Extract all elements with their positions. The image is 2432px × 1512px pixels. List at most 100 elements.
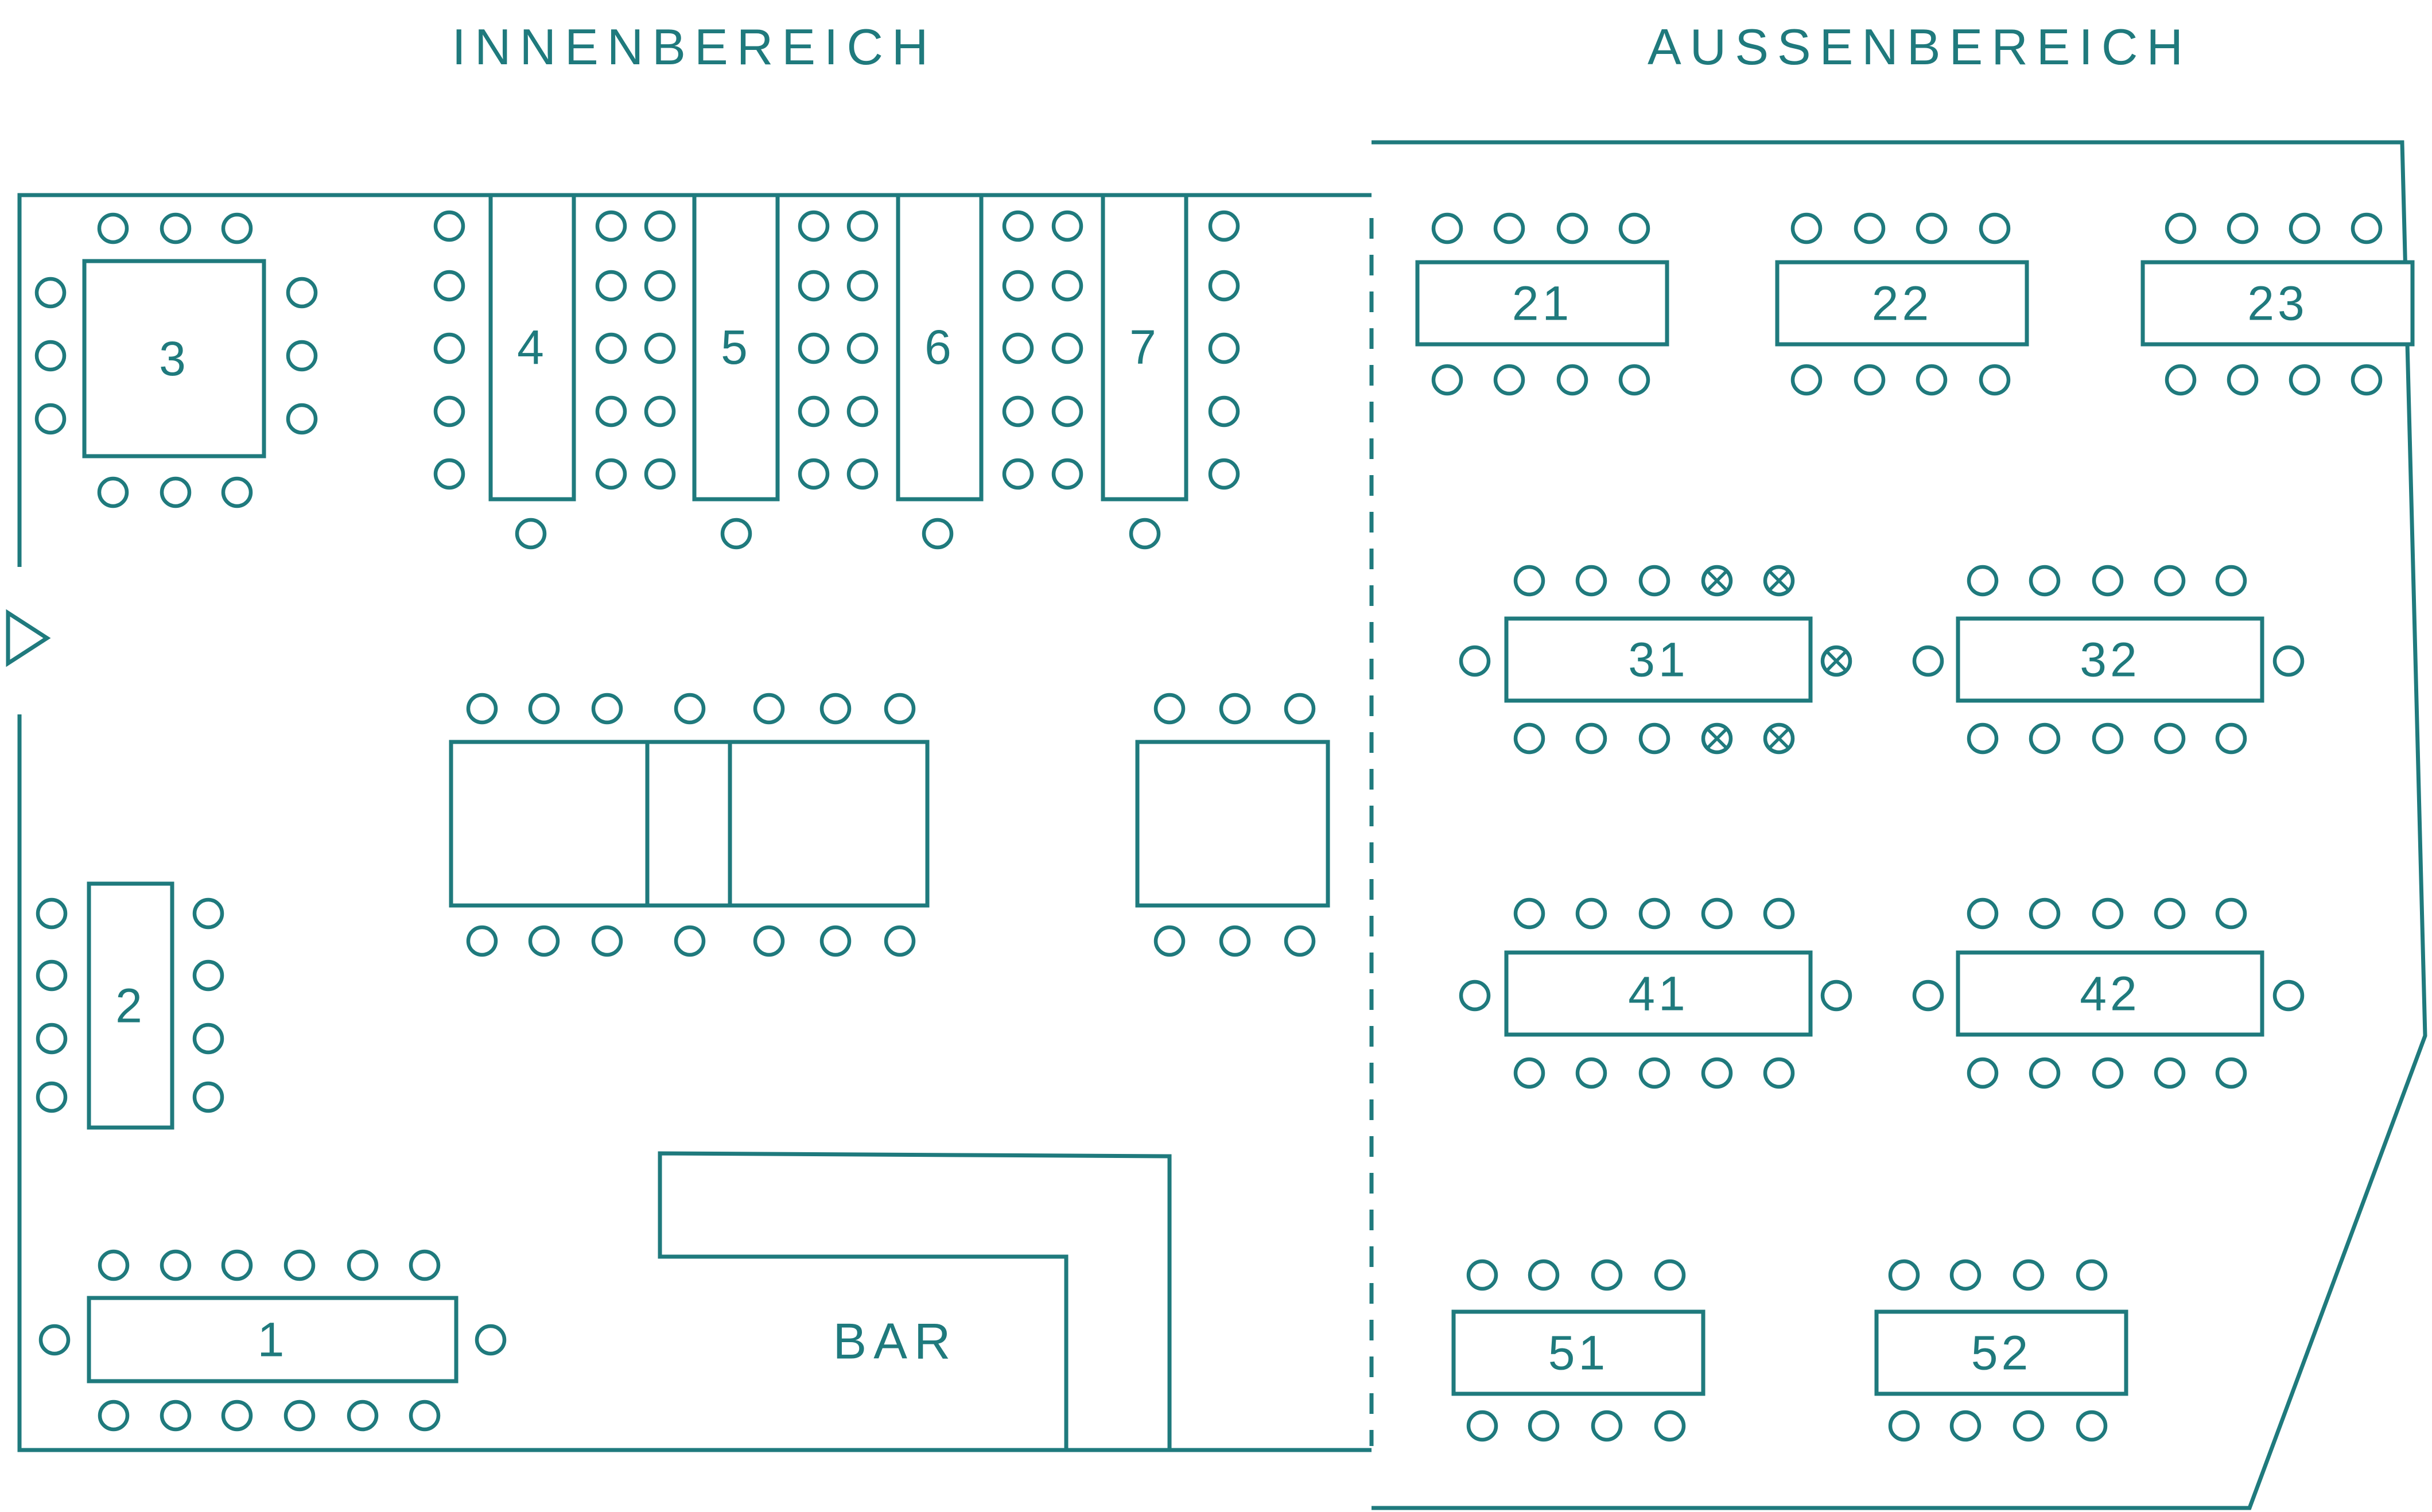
chair-circle-icon[interactable]	[595, 270, 627, 302]
chair-circle-icon[interactable]	[528, 693, 560, 725]
chair-circle-icon[interactable]	[36, 1081, 68, 1113]
chair-circle-icon[interactable]	[1701, 897, 1733, 930]
chair-circle-icon[interactable]	[2029, 722, 2061, 755]
chair-circle-icon[interactable]	[720, 518, 752, 550]
chair-circle-icon[interactable]	[2351, 212, 2383, 244]
chair-circle-icon[interactable]	[1556, 212, 1588, 244]
chair-circle-icon[interactable]	[1854, 364, 1886, 396]
chair-circle-icon[interactable]	[221, 476, 253, 508]
chair-circle-icon[interactable]	[98, 1400, 130, 1432]
chair-circle-icon[interactable]	[1979, 212, 2011, 244]
chair-circle-icon[interactable]	[283, 1400, 316, 1432]
chair-circle-icon[interactable]	[644, 458, 676, 490]
chair-circle-icon[interactable]	[1556, 364, 1588, 396]
reserved-chair-x-icon[interactable]	[1763, 722, 1795, 755]
chair-circle-icon[interactable]	[819, 925, 852, 957]
chair-circle-icon[interactable]	[98, 1249, 130, 1281]
chair-circle-icon[interactable]	[1638, 1057, 1670, 1089]
chair-circle-icon[interactable]	[97, 476, 129, 508]
table-7[interactable]: 7	[1101, 193, 1188, 502]
chair-circle-icon[interactable]	[1618, 364, 1650, 396]
chair-circle-icon[interactable]	[433, 210, 465, 242]
chair-circle-icon[interactable]	[2013, 1410, 2045, 1442]
table-shape[interactable]	[82, 259, 266, 458]
chair-circle-icon[interactable]	[2092, 565, 2124, 597]
chair-circle-icon[interactable]	[347, 1400, 379, 1432]
table-2[interactable]: 2	[87, 881, 174, 1130]
table-42[interactable]: 42	[1956, 950, 2264, 1037]
chair-circle-icon[interactable]	[1575, 1057, 1607, 1089]
chair-circle-icon[interactable]	[1513, 722, 1545, 755]
chair-circle-icon[interactable]	[160, 212, 192, 244]
chair-circle-icon[interactable]	[1219, 693, 1251, 725]
chair-circle-icon[interactable]	[347, 1249, 379, 1281]
chair-circle-icon[interactable]	[1820, 980, 1852, 1012]
chair-circle-icon[interactable]	[884, 925, 916, 957]
chair-circle-icon[interactable]	[1888, 1410, 1920, 1442]
chair-circle-icon[interactable]	[2154, 897, 2186, 930]
chair-circle-icon[interactable]	[1654, 1259, 1686, 1291]
chair-circle-icon[interactable]	[466, 925, 498, 957]
chair-circle-icon[interactable]	[1763, 1057, 1795, 1089]
chair-circle-icon[interactable]	[1466, 1410, 1498, 1442]
chair-circle-icon[interactable]	[36, 897, 68, 930]
chair-circle-icon[interactable]	[1284, 925, 1316, 957]
table-21[interactable]: 21	[1415, 260, 1669, 347]
chair-circle-icon[interactable]	[1528, 1410, 1560, 1442]
chair-circle-icon[interactable]	[2029, 565, 2061, 597]
chair-circle-icon[interactable]	[1431, 364, 1463, 396]
table-shape[interactable]	[87, 1296, 459, 1383]
chair-circle-icon[interactable]	[1763, 897, 1795, 930]
chair-circle-icon[interactable]	[409, 1249, 441, 1281]
table-shape[interactable]	[1451, 1309, 1705, 1396]
table-shape[interactable]	[1956, 616, 2264, 703]
chair-circle-icon[interactable]	[160, 476, 192, 508]
chair-circle-icon[interactable]	[1854, 212, 1886, 244]
chair-circle-icon[interactable]	[1051, 332, 1083, 364]
chair-circle-icon[interactable]	[1208, 210, 1240, 242]
chair-circle-icon[interactable]	[1513, 897, 1545, 930]
table-31[interactable]: 31	[1504, 616, 1813, 703]
chair-circle-icon[interactable]	[591, 693, 623, 725]
chair-circle-icon[interactable]	[644, 395, 676, 427]
chair-circle-icon[interactable]	[1513, 565, 1545, 597]
chair-circle-icon[interactable]	[2154, 565, 2186, 597]
chair-circle-icon[interactable]	[1129, 518, 1161, 550]
chair-circle-icon[interactable]	[595, 210, 627, 242]
chair-circle-icon[interactable]	[1513, 1057, 1545, 1089]
chair-circle-icon[interactable]	[97, 212, 129, 244]
chair-circle-icon[interactable]	[1912, 645, 1944, 677]
chair-circle-icon[interactable]	[1591, 1259, 1623, 1291]
table-3[interactable]: 3	[82, 259, 266, 458]
chair-circle-icon[interactable]	[846, 458, 879, 490]
chair-circle-icon[interactable]	[595, 395, 627, 427]
chair-circle-icon[interactable]	[846, 210, 879, 242]
chair-circle-icon[interactable]	[1575, 565, 1607, 597]
chair-circle-icon[interactable]	[2215, 1057, 2247, 1089]
chair-circle-icon[interactable]	[192, 959, 224, 992]
chair-circle-icon[interactable]	[1431, 212, 1463, 244]
chair-circle-icon[interactable]	[819, 693, 852, 725]
chair-circle-icon[interactable]	[846, 270, 879, 302]
chair-circle-icon[interactable]	[36, 959, 68, 992]
table-22[interactable]: 22	[1775, 260, 2029, 347]
chair-circle-icon[interactable]	[2165, 212, 2197, 244]
table-32[interactable]: 32	[1956, 616, 2264, 703]
chair-circle-icon[interactable]	[36, 1023, 68, 1055]
chair-circle-icon[interactable]	[644, 332, 676, 364]
chair-circle-icon[interactable]	[1888, 1259, 1920, 1291]
chair-circle-icon[interactable]	[1967, 897, 1999, 930]
chair-circle-icon[interactable]	[1949, 1410, 1982, 1442]
chair-circle-icon[interactable]	[2092, 722, 2124, 755]
chair-circle-icon[interactable]	[1638, 897, 1670, 930]
chair-circle-icon[interactable]	[1459, 980, 1491, 1012]
chair-circle-icon[interactable]	[475, 1324, 507, 1356]
chair-circle-icon[interactable]	[591, 925, 623, 957]
chair-circle-icon[interactable]	[674, 693, 706, 725]
chair-circle-icon[interactable]	[884, 693, 916, 725]
chair-circle-icon[interactable]	[2215, 722, 2247, 755]
table-6[interactable]: 6	[896, 193, 984, 502]
chair-circle-icon[interactable]	[433, 395, 465, 427]
chair-circle-icon[interactable]	[1051, 270, 1083, 302]
chair-circle-icon[interactable]	[1618, 212, 1650, 244]
